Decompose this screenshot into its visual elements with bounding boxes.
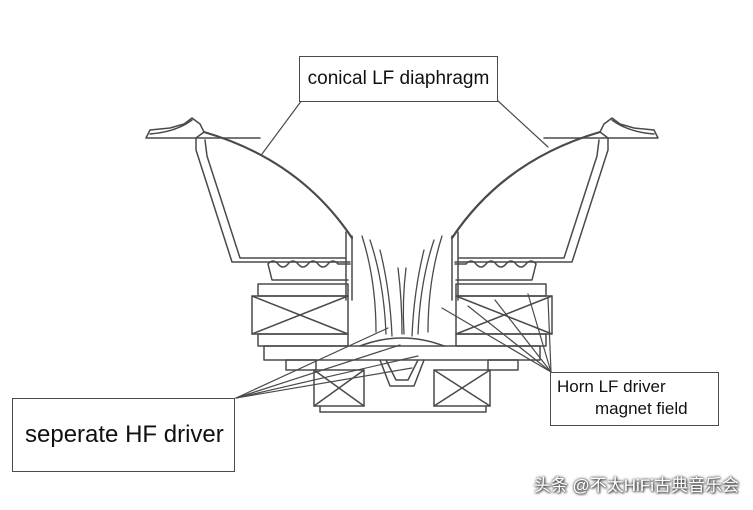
hf-driver-assembly (285, 359, 519, 413)
hf-driver-label: seperate HF driver (12, 398, 235, 472)
left-surround (145, 117, 205, 139)
conical-lf-diaphragm-text: conical LF diaphragm (307, 68, 490, 89)
center-plate (263, 337, 541, 361)
leader-lines (235, 99, 552, 399)
voice-coil-formers (345, 231, 459, 301)
spider (267, 260, 537, 281)
left-basket (195, 137, 351, 263)
watermark: 头条 @不太HiFi古典音乐会 (533, 476, 739, 495)
lf-magnet-right (455, 283, 553, 347)
horn-lf-driver-text: Horn LF driver (557, 377, 666, 396)
right-surround (599, 117, 659, 139)
horn-flare (361, 235, 443, 337)
horn-lf-driver-label: Horn LF driver magnet field (550, 372, 719, 426)
lf-magnet-left (251, 283, 349, 347)
magnet-field-text: magnet field (595, 399, 688, 418)
conical-lf-diaphragm (202, 130, 602, 240)
conical-lf-diaphragm-label: conical LF diaphragm (299, 56, 498, 102)
right-basket (454, 137, 609, 263)
hf-driver-text: seperate HF driver (25, 421, 224, 448)
